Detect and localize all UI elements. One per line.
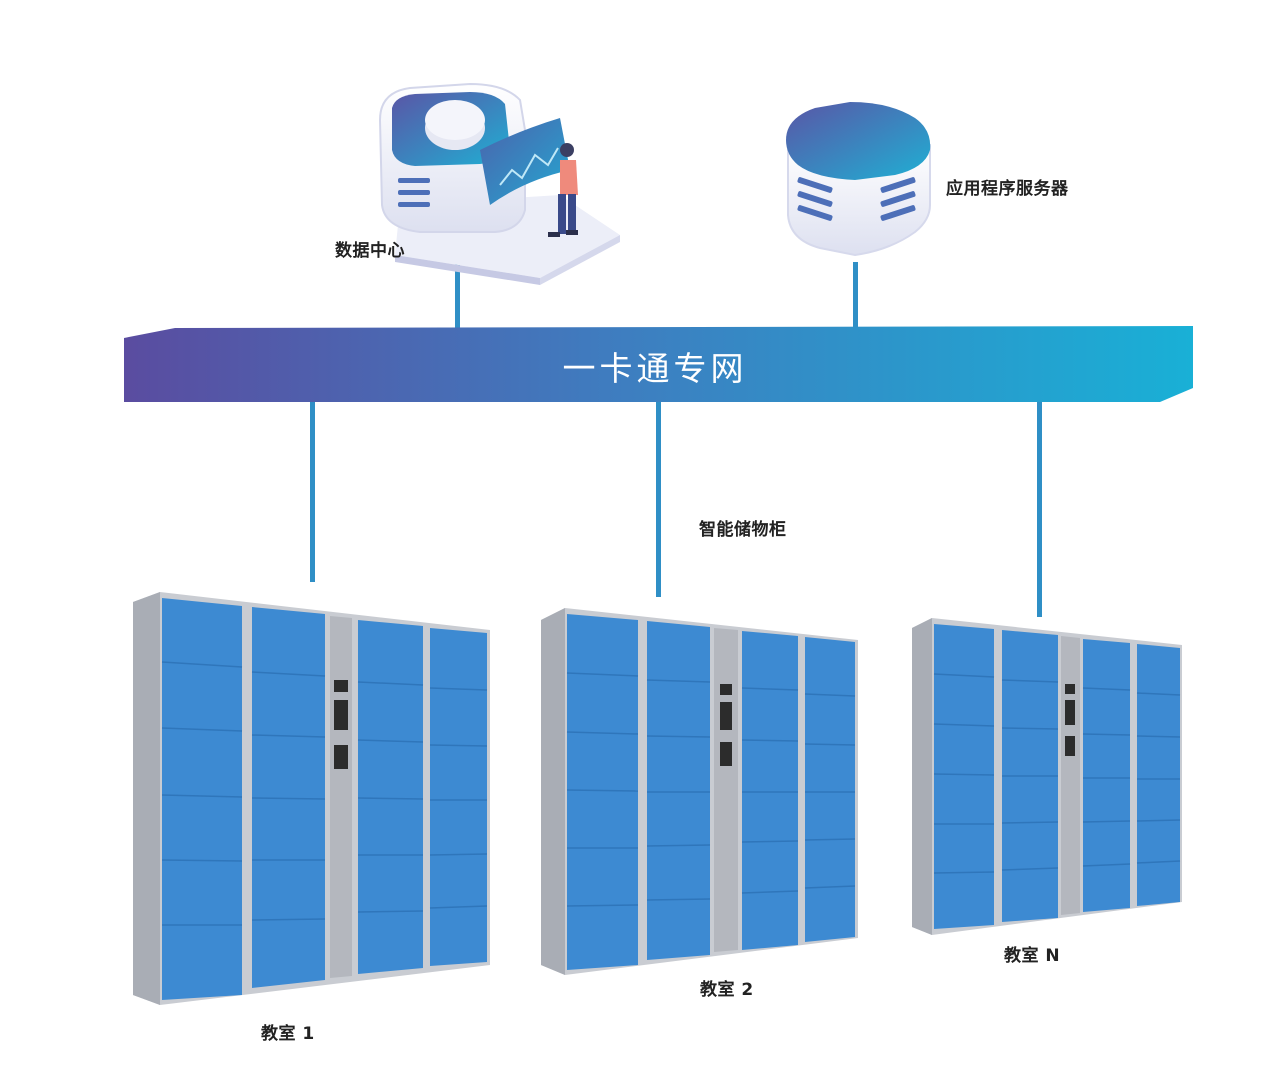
data-center-icon xyxy=(378,82,620,285)
connector-data-center xyxy=(455,257,460,329)
locker-classroom-1 xyxy=(133,592,490,1005)
connector-classroom-n xyxy=(1037,402,1042,617)
network-banner xyxy=(124,326,1193,402)
locker-classroom-2 xyxy=(541,608,858,975)
locker-classroom-n xyxy=(912,618,1182,935)
classroom-1-label: 教室 1 xyxy=(261,1024,315,1044)
connector-app-server xyxy=(853,262,858,329)
classroom-n-label: 教室 N xyxy=(1004,946,1061,966)
connector-lines xyxy=(310,257,1042,617)
data-center-label: 数据中心 xyxy=(335,241,405,261)
smart-locker-label: 智能储物柜 xyxy=(699,520,787,540)
app-server-label: 应用程序服务器 xyxy=(946,179,1069,199)
connector-classroom-2 xyxy=(656,402,661,597)
network-title: 一卡通专网 xyxy=(562,349,748,388)
classroom-2-label: 教室 2 xyxy=(700,980,754,1000)
app-server-icon xyxy=(786,102,931,257)
connector-classroom-1 xyxy=(310,402,315,582)
